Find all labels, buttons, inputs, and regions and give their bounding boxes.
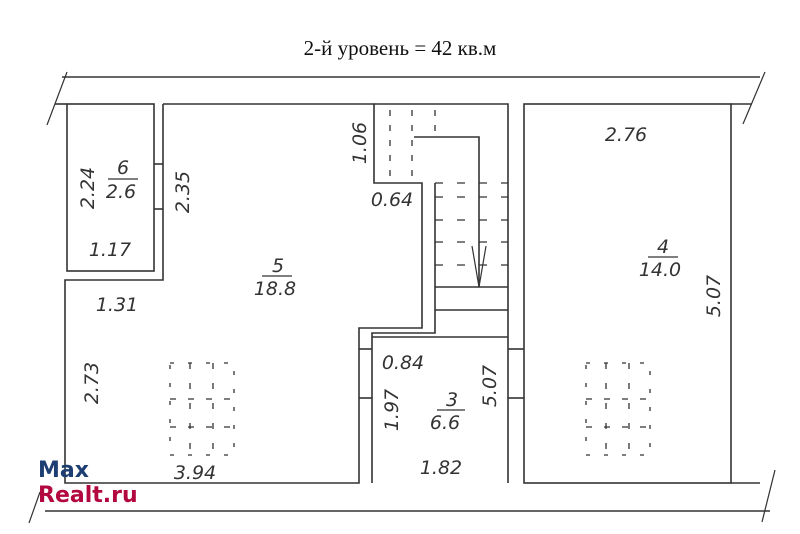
room-6-outline	[66, 103, 155, 272]
dimension-label: 2.73	[81, 362, 103, 404]
furniture-grid	[169, 362, 235, 456]
dimension-label: 1.31	[96, 294, 138, 316]
furniture-grid	[585, 362, 651, 456]
room-3-area: 6.6	[430, 412, 460, 434]
dimension-label: 1.97	[381, 389, 403, 431]
room-4-area: 14.0	[639, 259, 681, 281]
dimension-label: 1.06	[349, 122, 371, 164]
stair-direction-arrow-icon	[471, 245, 487, 288]
logo-max: Max	[38, 458, 89, 483]
staircase	[371, 103, 509, 483]
room-4-outline	[523, 103, 732, 484]
room-5-number: 5	[272, 255, 284, 277]
dimension-label: 2.24	[77, 167, 99, 209]
dimension-label: 5.07	[479, 365, 501, 407]
dimension-label: 2.35	[172, 171, 194, 213]
dimension-label: 0.84	[382, 352, 424, 374]
room-5-outline	[64, 103, 423, 484]
logo-realt: Realt.ru	[38, 483, 138, 508]
room-4-number: 4	[657, 236, 669, 258]
room-6-number: 6	[117, 157, 129, 179]
room-5-area: 18.8	[254, 278, 296, 300]
dimension-label: 0.64	[371, 189, 413, 211]
room-3-number: 3	[446, 389, 458, 411]
dimension-label: 1.82	[420, 457, 462, 479]
dimension-label: 3.94	[174, 462, 216, 484]
room-6-area: 2.6	[106, 181, 136, 203]
plan-title: 2-й уровень = 42 кв.м	[303, 36, 497, 60]
maxrealt-watermark-logo: Max Realt.ru	[38, 458, 138, 508]
dimension-label: 2.76	[605, 124, 647, 146]
outer-walls	[28, 71, 776, 524]
dimension-label: 1.17	[89, 239, 131, 261]
dimension-label: 5.07	[703, 275, 725, 317]
